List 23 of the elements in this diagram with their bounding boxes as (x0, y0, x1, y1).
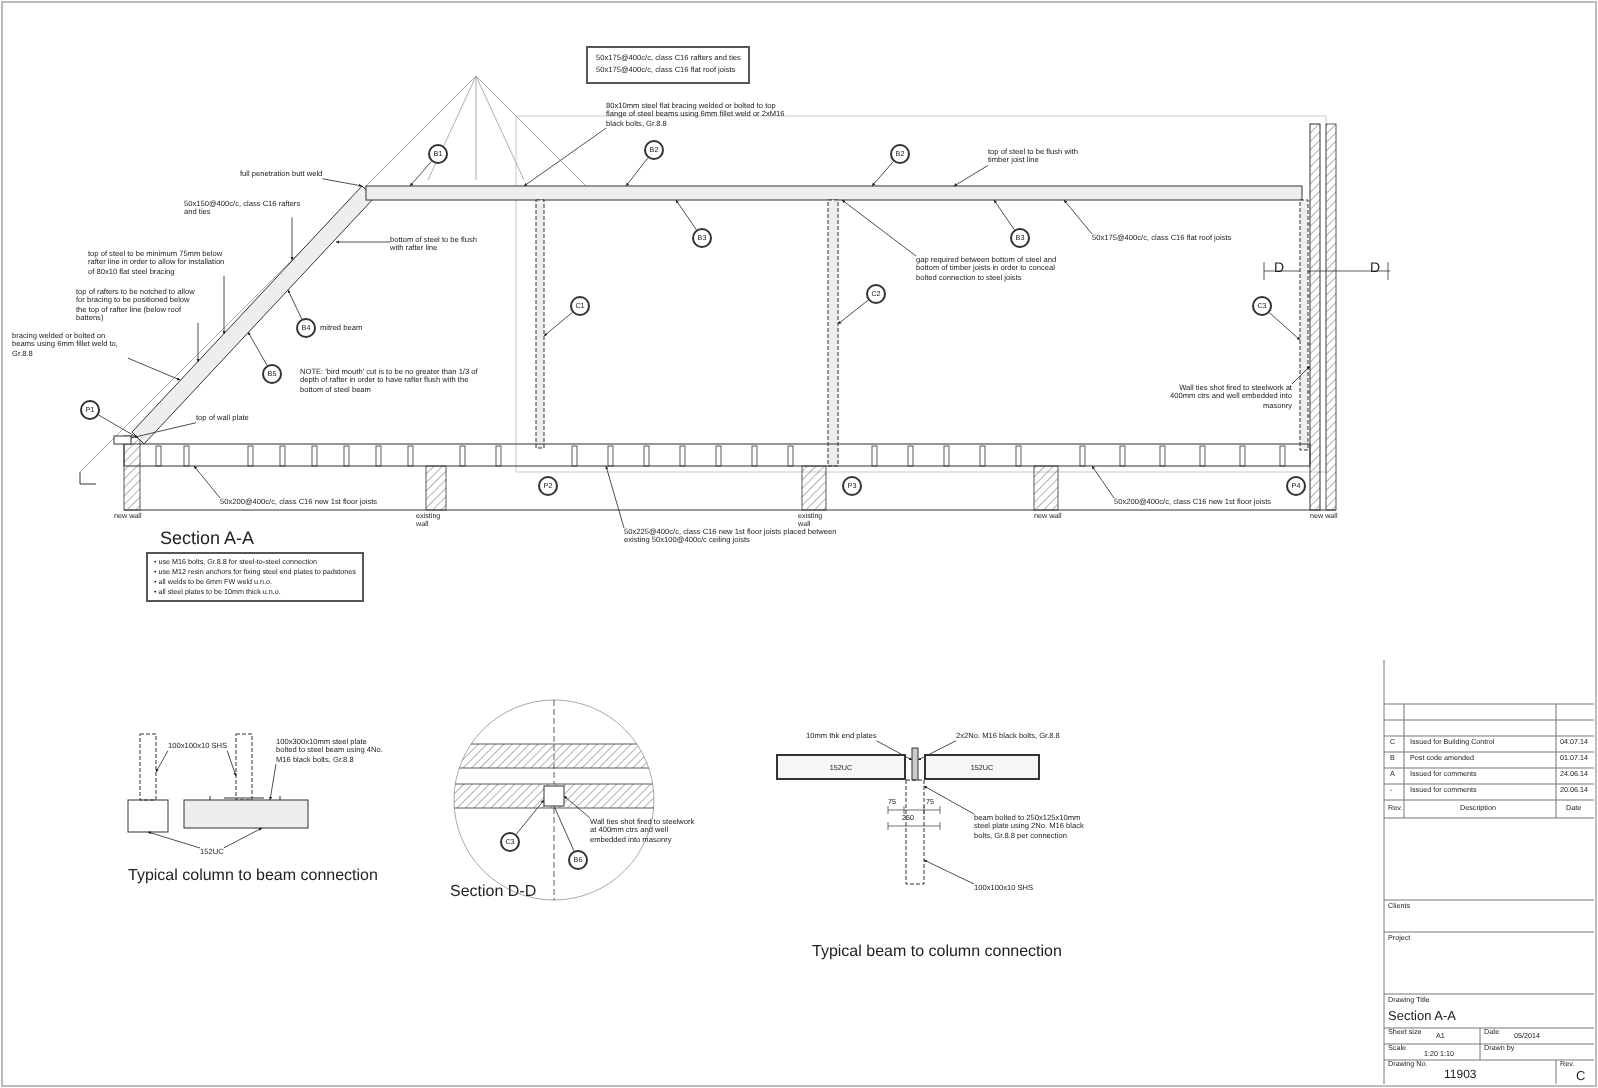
leader-line (130, 422, 197, 439)
view-title: Typical beam to column connection (812, 944, 1062, 962)
view-title: Section D-D (450, 884, 537, 902)
steel-beam (365, 185, 1303, 201)
steel-column (235, 733, 253, 801)
steel-beam (183, 799, 309, 829)
steel-rafter-beam (131, 185, 375, 445)
steel-column (827, 199, 839, 467)
wall-plate (113, 435, 132, 445)
specification-box (586, 46, 751, 85)
floor-joists (123, 443, 1311, 467)
steel-column (905, 779, 925, 885)
masonry-wall (1309, 123, 1321, 511)
steel-post-section (543, 785, 565, 807)
notes-box (146, 552, 364, 603)
steel-column (139, 733, 157, 801)
leader-line (553, 805, 575, 852)
view-title: Typical column to beam connection (128, 868, 378, 886)
beam-end-section (127, 799, 169, 833)
steel-column (535, 199, 545, 449)
steel-column (1299, 199, 1309, 451)
view-title: Section A-A (160, 530, 255, 550)
end-plate (911, 747, 919, 781)
